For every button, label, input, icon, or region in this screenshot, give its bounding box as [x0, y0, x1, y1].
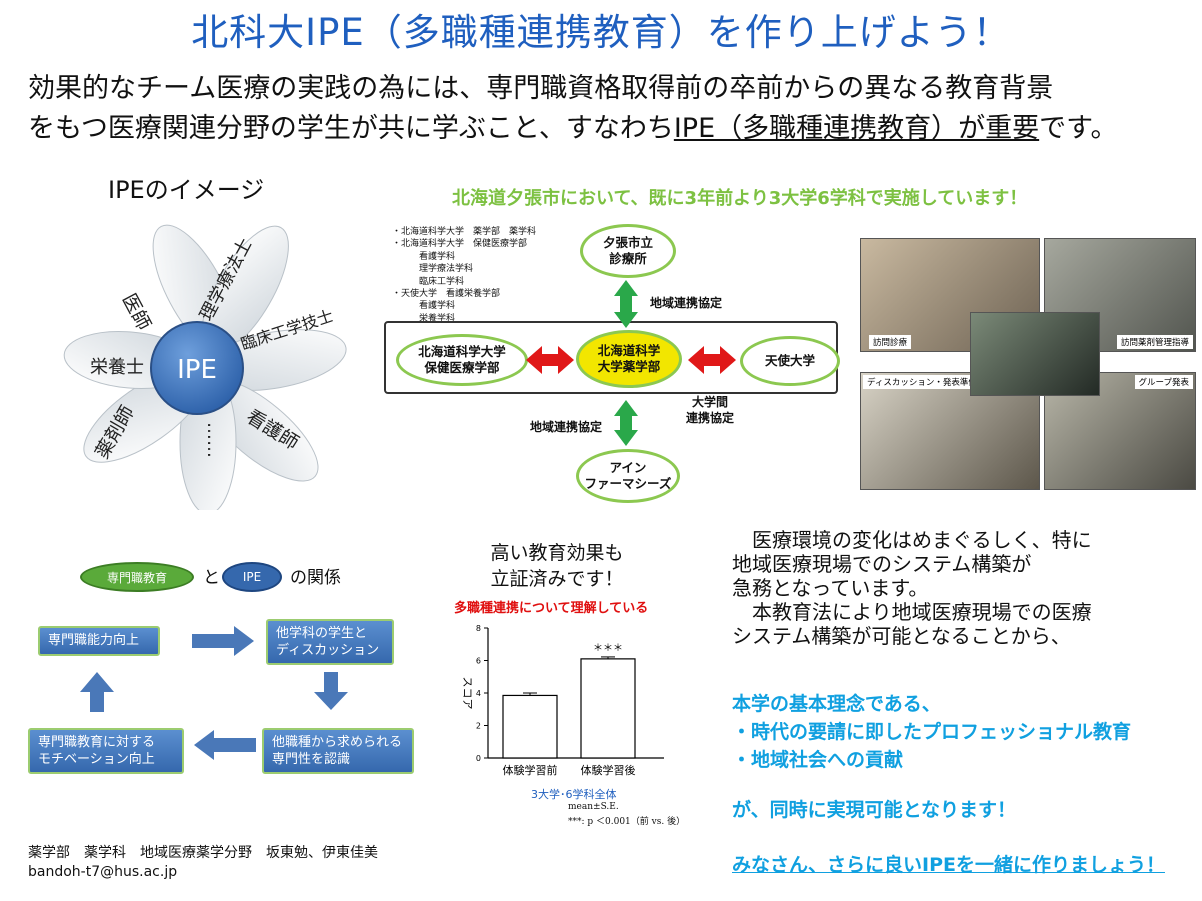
arrow-pharmacy-ain [614, 400, 638, 446]
box-discussion: 他学科の学生と ディスカッション [266, 619, 394, 665]
pharmacy-faculty-node: 北海道科学 大学薬学部 [576, 330, 682, 388]
ipe-image-title: IPEのイメージ [108, 176, 265, 204]
right-paragraph-3: が、同時に実現可能となります！ [732, 799, 1017, 821]
relation-suffix: の関係 [290, 568, 341, 588]
right-p1-line-5: システム構築が可能となることから、 [732, 624, 1071, 648]
relation-arrows [80, 626, 348, 760]
photo-caption-home-pharmacy: 訪問薬剤管理指導 [1116, 335, 1193, 349]
right-p1-line-4: 本教育法により地域医療現場での医療 [732, 600, 1092, 624]
chart-headline: 高い教育効果も 立証済みです！ [490, 542, 624, 590]
chart-group-label: 3大学･6学科全体 [531, 788, 617, 801]
right-p2-line-2: ・時代の要請に即したプロフェッショナル教育 [732, 721, 1132, 743]
intro-line-2: をもつ医療関連分野の学生が共に学ぶこと、すなわちIPE（多職種連携教育）が重要で… [28, 106, 1117, 145]
arrow-down [314, 672, 348, 710]
arrow-up [80, 672, 114, 712]
y-tick-label: 4 [476, 689, 481, 698]
box-motivation: 専門職教育に対する モチベーション向上 [28, 728, 184, 774]
intro-line-2-underlined: IPE（多職種連携教育）が重要 [673, 113, 1040, 144]
petal-label-dietitian: 栄養士 [90, 357, 144, 378]
arrow-clinic-pharmacy [614, 280, 638, 328]
right-paragraph-1: 医療環境の変化はめまぐるしく、特に 地域医療現場でのシステム構築が 急務となって… [732, 528, 1092, 648]
arrow-right [192, 626, 254, 656]
photo-home-pharmacy: 訪問薬剤管理指導 [1044, 238, 1196, 352]
network-arrows [526, 280, 736, 446]
petal-label-others: …… [203, 422, 224, 458]
chart-note-mean: mean±S.E. [568, 802, 619, 812]
chart-subtitle: 多職種連携について理解している [454, 601, 649, 616]
ipe-core-label: IPE [177, 355, 217, 385]
y-axis-label: スコア [461, 677, 474, 710]
ipe-core-circle [150, 321, 244, 415]
intro-line-2-post: です。 [1039, 113, 1118, 144]
clinic-node: 夕張市立 診療所 [580, 224, 676, 278]
tenshi-node: 天使大学 [740, 336, 840, 386]
ipe-flower-diagram: IPE 医師 理学療法士 臨床工学技士 看護師 …… 薬剤師 栄養士 [63, 224, 347, 510]
photo-presentation: グループ発表 [1044, 372, 1196, 490]
x-tick-label-2: 体験学習後 [581, 763, 636, 777]
bar-1 [502, 694, 558, 759]
x-tick-label-1: 体験学習前 [503, 763, 558, 777]
bar-2 [580, 658, 636, 759]
y-tick-label: 0 [476, 754, 481, 763]
inter-university-label: 大学間 連携協定 [686, 395, 735, 425]
right-p1-line-3: 急務となっています。 [732, 576, 929, 600]
pill-ipe: IPE [222, 562, 282, 592]
photo-caption-presentation: グループ発表 [1134, 375, 1193, 389]
agreement-top-label: 地域連携協定 [650, 296, 723, 310]
photo-caption-discussion: ディスカッション・発表準備 [863, 375, 981, 389]
box-specialty-recognition: 他職種から求められる 専門性を認識 [262, 728, 414, 774]
arrow-health-pharmacy [526, 346, 574, 374]
right-p1-line-1: 医療環境の変化はめまぐるしく、特に [732, 528, 1092, 552]
right-paragraph-2: 本学の基本理念である、 ・時代の要請に即したプロフェッショナル教育 ・地域社会へ… [732, 690, 1131, 774]
relation-and: と [203, 568, 220, 588]
significance-mark: ＊＊＊ [593, 643, 623, 654]
footer-email[interactable]: bandoh-t7@hus.ac.jp [28, 864, 178, 880]
arrow-pharmacy-tenshi [688, 346, 736, 374]
y-tick-label: 2 [476, 722, 481, 731]
health-faculty-node: 北海道科学大学 保健医療学部 [396, 334, 528, 386]
footer-author: 薬学部 薬学科 地域医療薬学分野 坂東勉、伊東佳美 [28, 845, 378, 861]
right-p1-line-2: 地域医療現場でのシステム構築が [732, 552, 1032, 576]
right-p2-line-3: ・地域社会への貢献 [732, 749, 904, 771]
photo-group-members [970, 312, 1100, 396]
agreement-bottom-label: 地域連携協定 [530, 420, 603, 434]
network-headline: 北海道夕張市において、既に3年前より3大学6学科で実施しています！ [452, 188, 1028, 209]
intro-line-2-pre: をもつ医療関連分野の学生が共に学ぶこと、すなわち [28, 113, 674, 144]
arrow-left [194, 730, 256, 760]
photo-caption-home-visit: 訪問診療 [869, 335, 912, 349]
pill-professional-education: 専門職教育 [80, 562, 194, 592]
ain-node: アイン ファーマシーズ [576, 449, 680, 503]
y-tick-label: 6 [476, 657, 481, 666]
y-tick-label: 8 [476, 624, 481, 633]
chart-note-p: ***: p ＜0.001（前 vs. 後） [568, 817, 686, 827]
petal-label-doctor: 医師 [118, 290, 155, 334]
participant-list: ・北海道科学大学 薬学部 薬学科 ・北海道科学大学 保健医療学部 看護学科 理学… [392, 227, 537, 324]
right-p2-line-1: 本学の基本理念である、 [732, 693, 941, 715]
intro-line-1: 効果的なチーム医療の実践の為には、専門職資格取得前の卒前からの異なる教育背景 [28, 73, 1054, 104]
right-closing-call: みなさん、さらに良いIPEを一緒に作りましょう！ [732, 854, 1165, 876]
box-skill-improvement: 専門職能力向上 [38, 626, 160, 656]
page-title: 北科大IPE（多職種連携教育）を作り上げよう！ [191, 11, 1011, 54]
